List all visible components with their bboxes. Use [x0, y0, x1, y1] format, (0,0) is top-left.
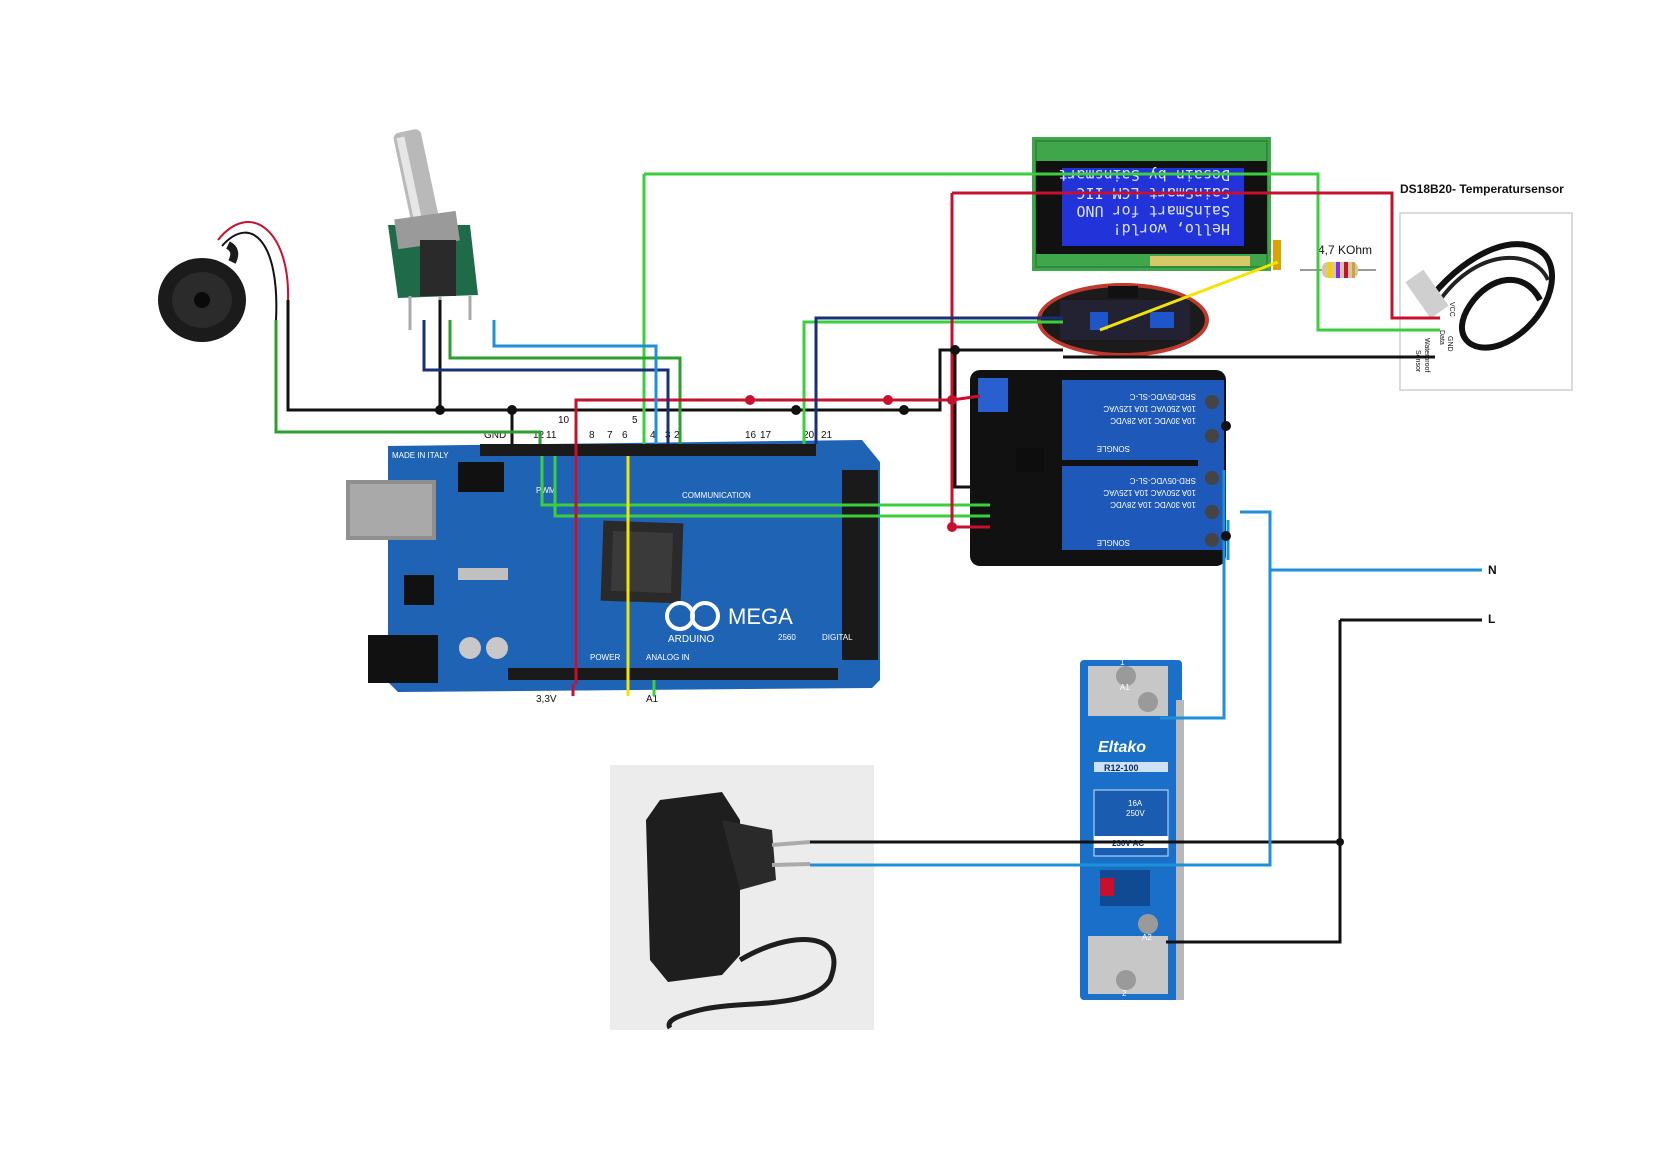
relay-module-2ch [970, 370, 1226, 566]
relay-2-rating-1: 10A 250VAC 10A 125VAC [1103, 488, 1196, 497]
wires-navy [422, 316, 1063, 444]
arduino-model: MEGA [728, 604, 793, 629]
pin-label-3v3: 3,3V [536, 694, 557, 705]
pin-label-5: 5 [632, 415, 638, 426]
piezo-buzzer [158, 241, 246, 342]
relay-1-rating-2: 10A 30VDC 10A 28VDC [1110, 416, 1196, 425]
sensor-pin-gnd: GND [1446, 336, 1453, 352]
relay-2-brand: SONGLE [1097, 538, 1130, 547]
relay-1-rating-1: 10A 250VAC 10A 125VAC [1103, 404, 1196, 413]
label-live: L [1488, 612, 1495, 626]
eltako-term-1: 1 [1120, 658, 1125, 667]
eltako-term-2: 2 [1122, 989, 1127, 998]
power-adapter [610, 765, 874, 1030]
arduino-section-power: POWER [590, 653, 620, 662]
arduino-section-digital: DIGITAL [822, 633, 853, 642]
buzzer-leads [217, 221, 290, 321]
sensor-word-label: Sensor [1414, 350, 1421, 373]
eltako-model: R12-100 [1104, 763, 1139, 773]
wire-junctions-red [745, 395, 957, 532]
relay-1-brand: SONGLE [1097, 444, 1130, 453]
pin-label-20: 20 [803, 430, 815, 441]
eltako-rating-a: 16A [1128, 799, 1143, 808]
wires-yellow [626, 260, 1279, 696]
pin-label-8: 8 [589, 430, 595, 441]
eltako-term-a2: A2 [1142, 933, 1152, 942]
wires-blue [492, 320, 1482, 867]
sensor-waterproof-label: Waterproof [1423, 338, 1430, 372]
sensor-pin-data: Data [1438, 330, 1445, 345]
arduino-mega-board [346, 440, 880, 692]
resistor-label: 4,7 KOhm [1318, 243, 1372, 257]
relay-2-rating-2: 10A 30VDC 10A 28VDC [1110, 500, 1196, 509]
pin-label-4: 4 [650, 430, 656, 441]
pin-label-gnd: GND [484, 430, 506, 441]
sensor-pin-vcc: VCC [1448, 302, 1455, 317]
sensor-title: DS18B20- Temperatursensor [1400, 182, 1564, 196]
label-neutral: N [1488, 563, 1497, 577]
pin-label-a1: A1 [646, 694, 659, 705]
arduino-made-in: MADE IN ITALY [392, 451, 449, 460]
pin-label-2: 2 [674, 430, 680, 441]
pin-label-7: 7 [607, 430, 613, 441]
arduino-section-analog: ANALOG IN [646, 653, 690, 662]
resistor-4k7 [1300, 262, 1376, 278]
pin-label-21: 21 [821, 430, 833, 441]
lcd-line-2: SainSmart for UNO [1076, 202, 1230, 220]
pin-label-17: 17 [760, 430, 772, 441]
lcd-line-1: Hello, world! [1113, 220, 1230, 238]
arduino-brand: ARDUINO [668, 634, 714, 645]
eltako-brand: Eltako [1098, 739, 1146, 756]
eltako-r12-relay [1080, 660, 1184, 1000]
arduino-model-number: 2560 [778, 633, 796, 642]
arduino-section-pwm: PWM [536, 486, 556, 495]
arduino-section-communication: COMMUNICATION [682, 491, 751, 500]
pin-label-6: 6 [622, 430, 628, 441]
ds18b20-sensor: VCC Data GND Waterproof Sensor [1399, 212, 1573, 391]
relay-2-model: SRD-05VDC-SL-C [1130, 476, 1196, 485]
wires-bottom [571, 680, 656, 696]
eltako-term-a1: A1 [1120, 683, 1130, 692]
wire-junctions [435, 345, 1344, 846]
pin-label-11: 11 [546, 430, 557, 441]
pin-label-10: 10 [558, 415, 570, 426]
rotary-encoder [388, 129, 478, 330]
wires-gnd [286, 300, 1482, 944]
pin-label-16: 16 [745, 430, 757, 441]
arduino-logo-icon [665, 601, 720, 631]
eltako-rating-v: 250V [1126, 809, 1145, 818]
lcd-20x4-display: Hello, world! SainSmart for UNO SainSmar… [1032, 137, 1281, 271]
relay-1-model: SRD-05VDC-SL-C [1130, 392, 1196, 401]
